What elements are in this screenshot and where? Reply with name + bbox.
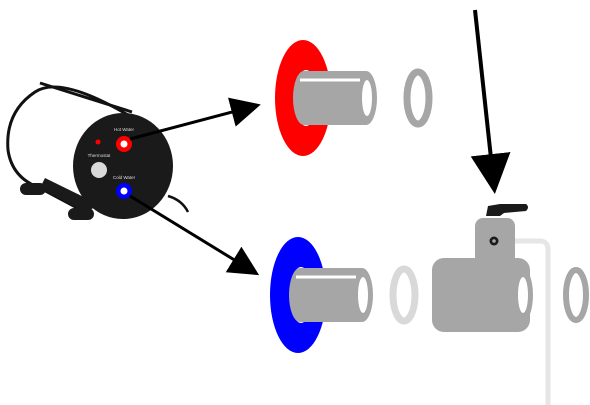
valve-washer — [563, 267, 589, 323]
indicator-light — [95, 139, 101, 145]
valve-left-end — [434, 258, 466, 332]
heater-cylinder-lower — [40, 178, 100, 212]
hot-washer — [403, 68, 433, 128]
valve-right-port-bore — [518, 277, 528, 313]
thermostat-label: Thermostat — [88, 153, 112, 158]
cold-nipple-back — [289, 268, 311, 322]
hot-water-outlet-hole — [120, 140, 128, 148]
cold-water-inlet-hole — [120, 187, 128, 195]
valve-drain-pipe — [494, 238, 551, 405]
valve-lever — [486, 204, 528, 216]
hot-nipple-bore — [362, 80, 372, 116]
water-heater: Hot Water Thermostat Cold Water — [6, 81, 190, 220]
heater-foot-right — [68, 208, 94, 220]
hot-water-fitting-assembly — [275, 40, 433, 156]
cold-washer-light — [389, 265, 419, 325]
heater-cylinder-top-line — [39, 81, 133, 114]
thermostat-knob — [91, 162, 107, 178]
hot-nipple-back — [293, 71, 315, 125]
heater-foot-left — [20, 183, 46, 195]
safety-valve — [432, 204, 589, 405]
cold-nipple-bore — [358, 277, 368, 313]
heater-cylinder-outline — [6, 85, 129, 214]
hot-water-label: Hot Water — [114, 127, 135, 132]
arrow-to-cold-fitting — [129, 194, 260, 276]
arrow-to-safety-valve — [470, 9, 511, 194]
valve-outlet-center — [492, 239, 496, 243]
heater-power-cable — [167, 194, 190, 213]
cold-water-fitting-assembly — [270, 237, 419, 353]
cold-water-label: Cold Water — [113, 175, 136, 180]
arrow-to-hot-fitting — [129, 97, 261, 141]
